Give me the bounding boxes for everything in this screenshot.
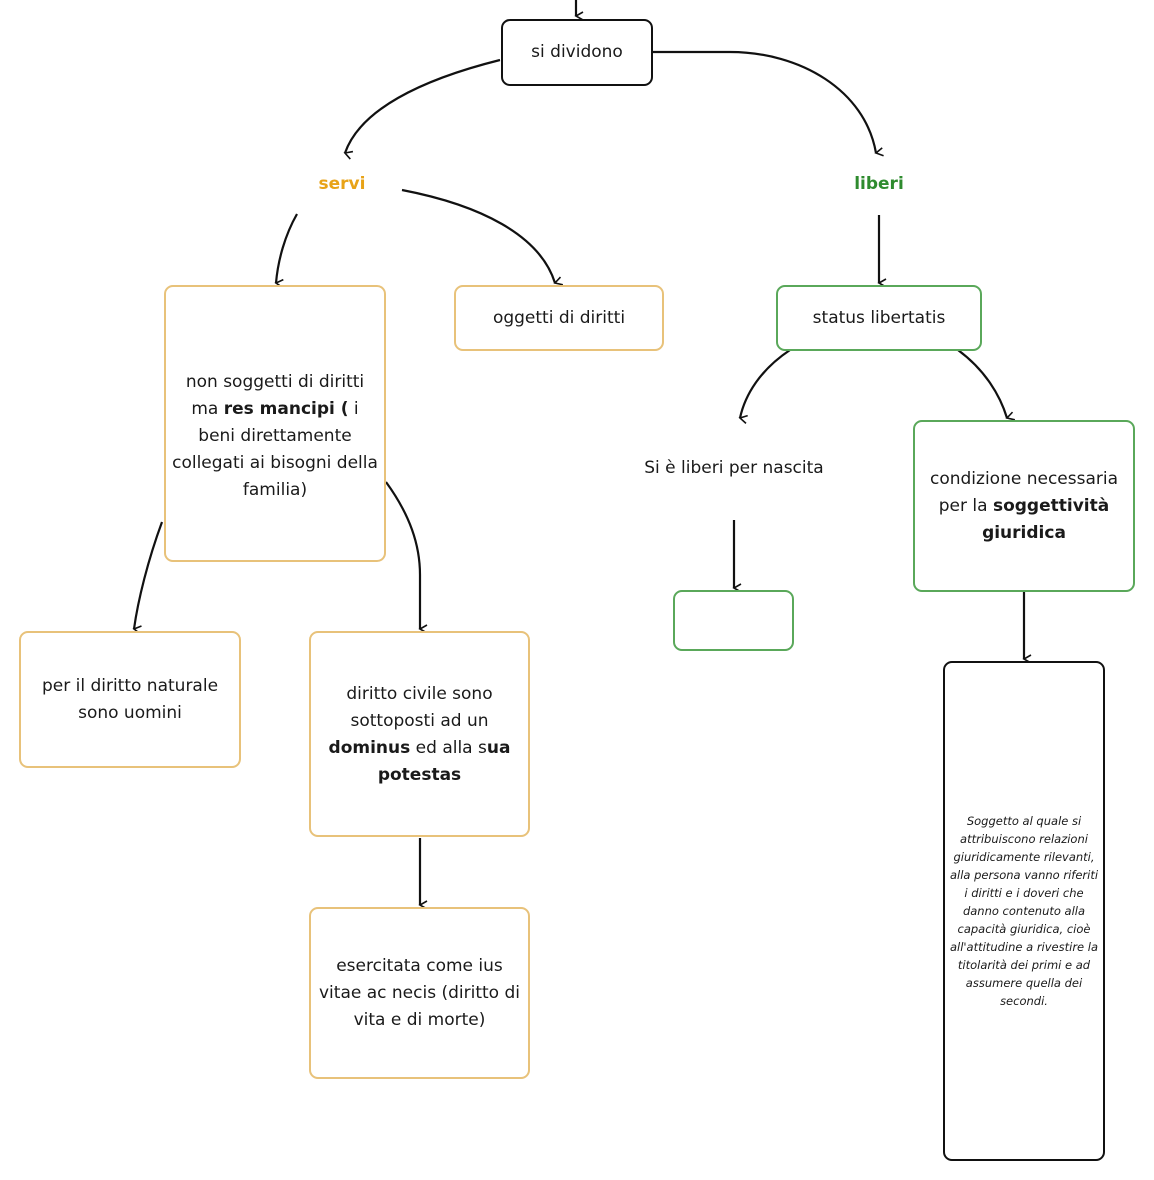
oggetti-text: oggetti di diritti [492, 307, 626, 328]
edge-root-to-liberi [653, 50, 884, 157]
edge-servi-to-oggetti [401, 188, 564, 286]
non-soggetti-text: non soggetti di diritti ma res mancipi (… [172, 372, 378, 500]
status-libertatis-text: status libertatis [812, 307, 946, 328]
diritto-civile-node[interactable]: diritto civile sono sottoposti ad un dom… [309, 631, 530, 837]
diritto-civile-text: diritto civile sono sottoposti ad un dom… [328, 684, 511, 785]
liberi-label: liberi [854, 174, 904, 194]
edge-root-to-servi [343, 58, 501, 160]
condizione-necessaria-node[interactable]: condizione necessaria per la soggettivit… [913, 420, 1135, 592]
edge-status-to-condizione [957, 349, 1016, 421]
condizione-text: condizione necessaria per la soggettivit… [929, 469, 1119, 543]
soggetto-definition-node[interactable]: Soggetto al quale si attribuiscono relaz… [943, 661, 1105, 1161]
servi-label: servi [318, 174, 366, 194]
edge-servi-to-nonsoggetti [274, 213, 298, 289]
edge-nonsoggetti-to-civile [385, 481, 428, 634]
diritto-naturale-text: per il diritto naturale sono uomini [41, 675, 219, 723]
liberi-nascita-text: Si è liberi per nascita [644, 458, 824, 478]
oggetti-di-diritti-node[interactable]: oggetti di diritti [454, 285, 664, 351]
non-soggetti-node[interactable]: non soggetti di diritti ma res mancipi (… [164, 285, 386, 562]
ius-vitae-text: esercitata come ius vitae ac necis (diri… [319, 955, 520, 1030]
diritto-naturale-node[interactable]: per il diritto naturale sono uomini [19, 631, 241, 768]
edge-nonsoggetti-to-naturale [132, 521, 164, 635]
empty-green-node[interactable] [673, 590, 794, 651]
edge-status-to-nascita [738, 349, 791, 424]
si-dividono-node[interactable]: si dividono [501, 19, 653, 86]
ius-vitae-node[interactable]: esercitata come ius vitae ac necis (diri… [309, 907, 530, 1079]
si-dividono-text: si dividono [531, 42, 623, 62]
soggetto-definition-text: Soggetto al quale si attribuiscono relaz… [949, 814, 1099, 1008]
status-libertatis-node[interactable]: status libertatis [776, 285, 982, 351]
